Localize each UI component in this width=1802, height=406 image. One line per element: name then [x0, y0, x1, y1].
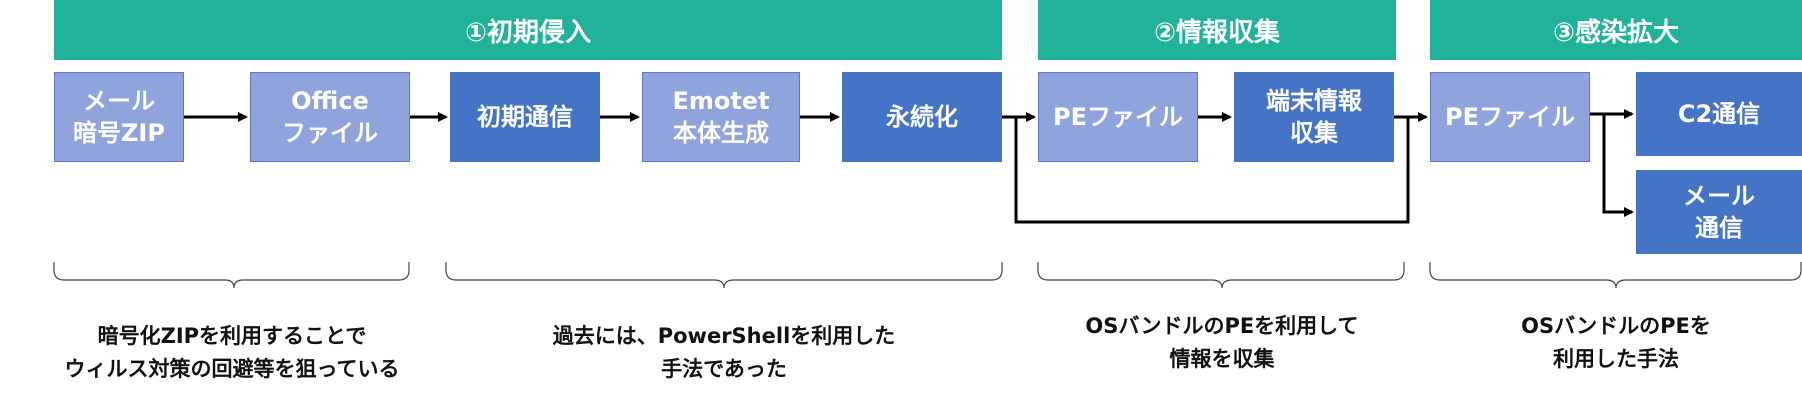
phase-header-info-collection: ②情報収集 — [1038, 0, 1396, 60]
box-pe-file-collect: PEファイル — [1038, 72, 1198, 162]
box-initial-comm: 初期通信 — [450, 72, 600, 162]
phase-header-infection-spread: ③感染拡大 — [1430, 0, 1802, 60]
note-spread: OSバンドルのPEを 利用した手法 — [1521, 314, 1711, 371]
box-mail-comm: メール 通信 — [1636, 170, 1802, 254]
box-c2-comm: C2通信 — [1636, 72, 1802, 156]
brace-spread — [1429, 262, 1802, 289]
brace-initial-left — [53, 262, 410, 289]
box-terminal-info: 端末情報 収集 — [1234, 72, 1394, 162]
arrow-pe2-to-mail — [1602, 114, 1634, 217]
box-mail-zip: メール 暗号ZIP — [54, 72, 184, 162]
phase-header-initial-intrusion: ①初期侵入 — [54, 0, 1002, 60]
brace-collect — [1037, 262, 1405, 289]
box-persistence: 永続化 — [842, 72, 1002, 162]
brace-initial-right — [445, 262, 1003, 289]
box-emotet-gen: Emotet 本体生成 — [642, 72, 800, 162]
note-info-collect: OSバンドルのPEを利用して 情報を収集 — [1085, 314, 1359, 371]
note-powershell: 過去には、PowerShellを利用した 手法であった — [552, 324, 896, 381]
arrow-bypass-loop — [1014, 117, 1410, 224]
box-pe-file-spread: PEファイル — [1430, 72, 1590, 162]
box-office-file: Office ファイル — [250, 72, 410, 162]
note-zip-evasion: 暗号化ZIPを利用することで ウィルス対策の回避等を狙っている — [64, 324, 400, 381]
